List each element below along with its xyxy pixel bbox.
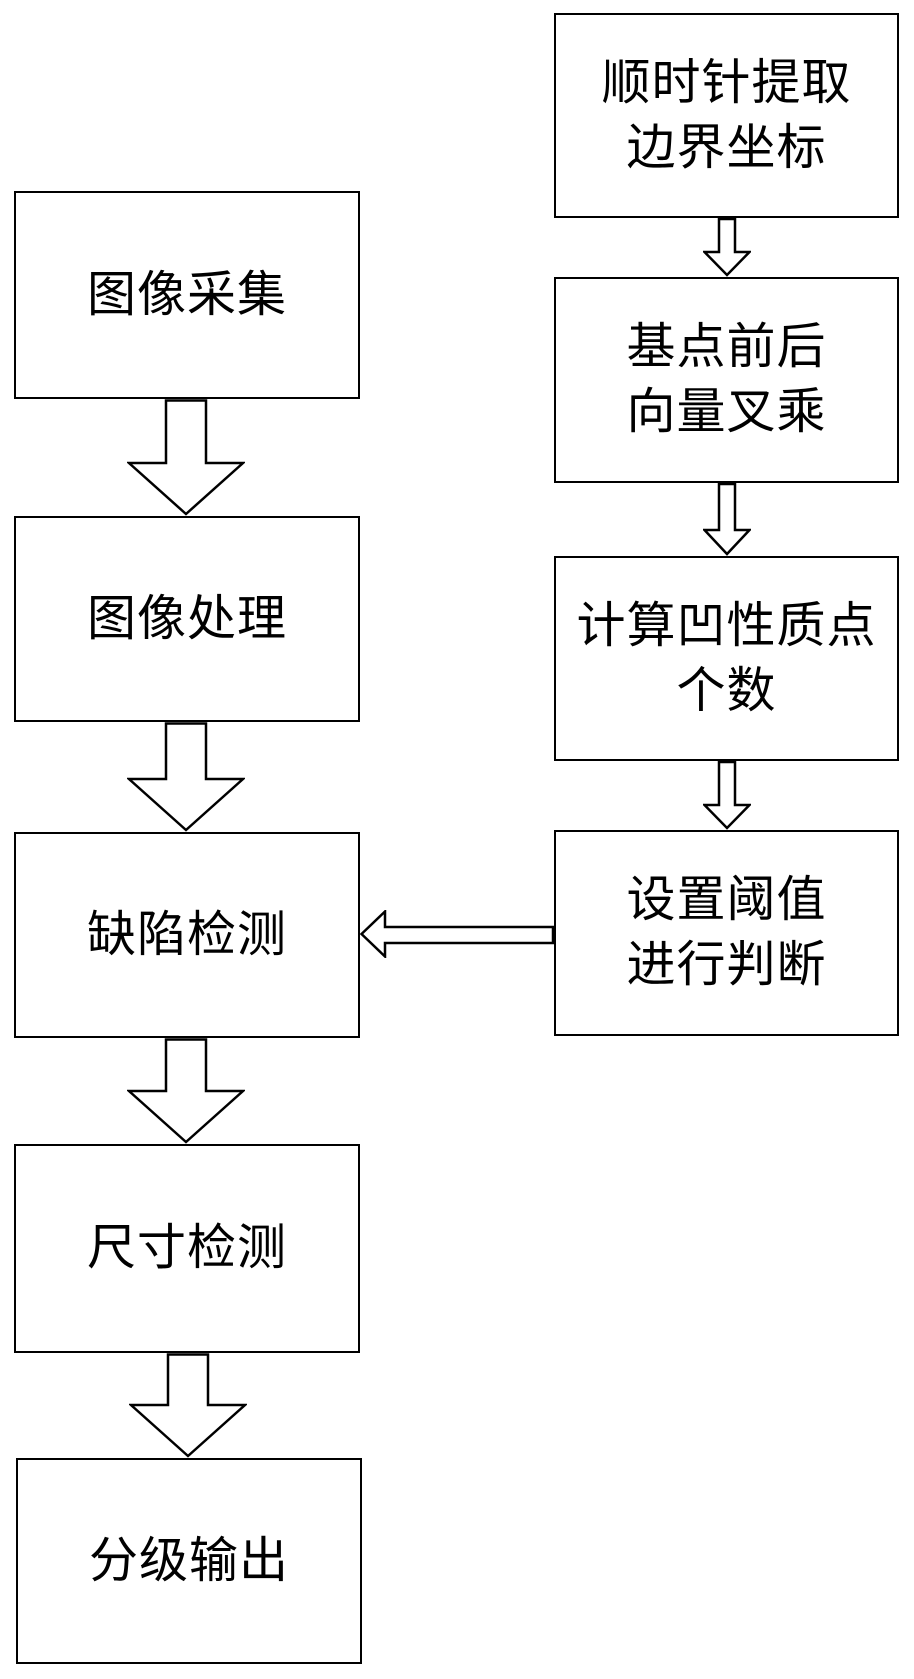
flow-box-label: 顺时针提取 边界坐标 — [601, 53, 852, 176]
flow-box-label: 设置阈值 进行判断 — [626, 871, 827, 993]
flow-box-threshold-judgment: 设置阈值 进行判断 — [554, 830, 899, 1036]
left-arrow-icon — [360, 910, 554, 958]
flow-box-label: 分级输出 — [88, 1531, 289, 1589]
flow-box-label: 尺寸检测 — [86, 1219, 287, 1277]
flow-box-defect-detection: 缺陷检测 — [14, 832, 360, 1038]
down-arrow-small-icon — [703, 483, 751, 556]
flow-box-concave-point-count: 计算凹性质点 个数 — [554, 556, 899, 761]
down-arrow-icon — [127, 722, 245, 832]
flow-box-label: 图像采集 — [86, 265, 287, 323]
down-arrow-icon — [127, 399, 245, 516]
flow-box-label: 计算凹性质点 个数 — [576, 596, 877, 719]
flow-box-image-processing: 图像处理 — [14, 516, 360, 722]
down-arrow-small-icon — [703, 761, 751, 830]
flow-box-label: 基点前后 向量叉乘 — [626, 318, 827, 440]
flow-box-label: 缺陷检测 — [86, 905, 287, 963]
flow-box-clockwise-boundary-extraction: 顺时针提取 边界坐标 — [554, 13, 899, 218]
flow-box-size-detection: 尺寸检测 — [14, 1144, 360, 1353]
down-arrow-icon — [127, 1038, 245, 1144]
flow-box-label: 图像处理 — [86, 589, 287, 647]
down-arrow-small-icon — [703, 218, 751, 277]
flow-box-base-point-cross-product: 基点前后 向量叉乘 — [554, 277, 899, 483]
flow-box-image-acquisition: 图像采集 — [14, 191, 360, 399]
down-arrow-icon — [129, 1353, 247, 1458]
flow-box-grading-output: 分级输出 — [16, 1458, 362, 1664]
